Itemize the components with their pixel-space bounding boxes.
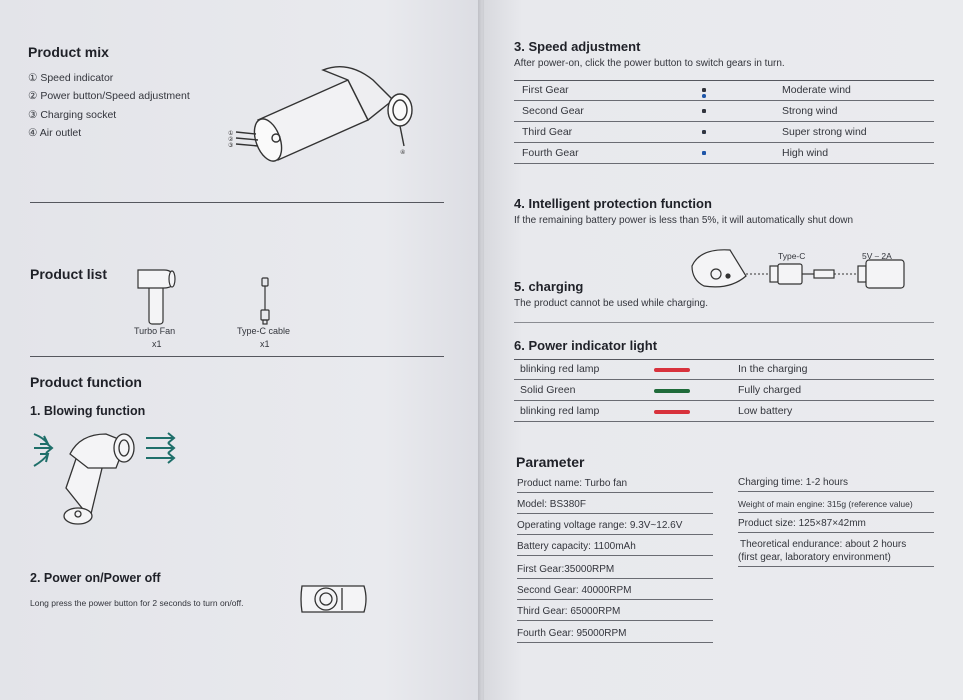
gear-label: Second Gear: [522, 105, 584, 117]
parameter-item: Fourth Gear: 95000RPM: [517, 628, 713, 643]
parameter-item: Third Gear: 65000RPM: [517, 606, 713, 621]
table-row: Fourth Gear High wind: [514, 143, 934, 164]
wind-label: High wind: [782, 147, 829, 159]
blowing-diagram-icon: [33, 432, 176, 525]
blowing-function-title: 1. Blowing function: [30, 404, 146, 418]
svg-text:③: ③: [228, 142, 233, 149]
parameter-item: Product size: 125×87×42mm: [738, 518, 934, 533]
product-function-title: Product function: [30, 374, 142, 390]
divider: [30, 202, 444, 203]
product-list-name: Turbo Fan: [134, 326, 176, 336]
power-onoff-title: 2. Power on/Power off: [30, 571, 161, 585]
gear-label: First Gear: [522, 84, 569, 96]
indicator-meaning: Fully charged: [738, 384, 802, 396]
divider: [30, 356, 444, 357]
charging-diagram-icon: [691, 249, 905, 289]
divider: [514, 322, 934, 323]
wind-label: Super strong wind: [782, 126, 867, 138]
product-mix-item: ② Power button/Speed adjustment: [28, 90, 190, 102]
charging-text: The product cannot be used while chargin…: [514, 298, 709, 309]
wind-label: Strong wind: [782, 105, 838, 117]
typec-label: Type-C: [778, 251, 806, 261]
indicator-state: blinking red lamp: [520, 405, 600, 417]
table-row: Second Gear Strong wind: [514, 101, 934, 122]
protection-title: 4. Intelligent protection function: [514, 196, 712, 211]
gear-label: Third Gear: [522, 126, 573, 138]
protection-text: If the remaining battery power is less t…: [514, 215, 854, 226]
svg-text:①: ①: [228, 130, 233, 137]
left-page: Product mix ① Speed indicator ② Power bu…: [0, 0, 480, 700]
turbo-fan-diagram-icon: ① ② ③ ④: [228, 66, 413, 162]
table-row: Solid Green Fully charged: [514, 380, 934, 401]
parameter-item: Model: BS380F: [517, 499, 713, 514]
parameter-item: Battery capacity: 1100mAh: [517, 541, 713, 556]
wind-label: Moderate wind: [782, 84, 851, 96]
table-row: blinking red lamp In the charging: [514, 359, 934, 380]
turbo-fan-icon: [137, 269, 176, 325]
parameter-item: Weight of main engine: 315g (reference v…: [738, 499, 934, 513]
product-list-qty: x1: [152, 339, 162, 349]
book-spine: [478, 0, 486, 700]
product-list-title: Product list: [30, 266, 108, 282]
parameter-item: Product name: Turbo fan: [517, 478, 713, 493]
red-lamp-icon: [654, 410, 690, 414]
parameter-item: Second Gear: 40000RPM: [517, 585, 713, 600]
indicator-meaning: In the charging: [738, 363, 808, 375]
product-list-name: Type-C cable: [237, 326, 291, 336]
svg-text:④: ④: [400, 149, 405, 156]
indicator-state: Solid Green: [520, 384, 576, 396]
green-lamp-icon: [654, 389, 690, 393]
parameter-item: Charging time: 1-2 hours: [738, 477, 934, 492]
divider: [514, 80, 934, 81]
product-list-qty: x1: [260, 339, 270, 349]
indicator-meaning: Low battery: [738, 405, 793, 417]
power-label: 5V ⎯ 2A: [862, 251, 892, 261]
parameter-item: First Gear:35000RPM: [517, 564, 713, 579]
svg-text:②: ②: [228, 136, 234, 143]
red-lamp-icon: [654, 368, 690, 372]
gear-label: Fourth Gear: [522, 147, 579, 159]
power-button-icon: [300, 585, 367, 613]
parameter-item: (first gear, laboratory environment): [738, 552, 934, 567]
parameter-item: Operating voltage range: 9.3V~12.6V: [517, 520, 713, 535]
power-indicator-title: 6. Power indicator light: [514, 338, 658, 353]
table-row: Third Gear Super strong wind: [514, 122, 934, 143]
charging-title: 5. charging: [514, 279, 584, 294]
parameter-title: Parameter: [516, 454, 585, 470]
product-mix-title: Product mix: [28, 44, 109, 60]
power-onoff-text: Long press the power button for 2 second…: [30, 598, 244, 608]
product-mix-item: ③ Charging socket: [28, 109, 117, 121]
table-row: First Gear Moderate wind: [514, 80, 934, 101]
product-mix-item: ① Speed indicator: [28, 72, 114, 84]
speed-adjustment-text: After power-on, click the power button t…: [514, 58, 785, 69]
divider: [514, 359, 934, 360]
indicator-state: blinking red lamp: [520, 363, 600, 375]
type-c-cable-icon: [260, 277, 270, 325]
right-page: 3. Speed adjustment After power-on, clic…: [484, 0, 963, 700]
speed-adjustment-title: 3. Speed adjustment: [514, 39, 641, 54]
product-mix-item: ④ Air outlet: [28, 127, 82, 139]
table-row: blinking red lamp Low battery: [514, 401, 934, 422]
parameter-item: Theoretical endurance: about 2 hours: [740, 539, 907, 550]
